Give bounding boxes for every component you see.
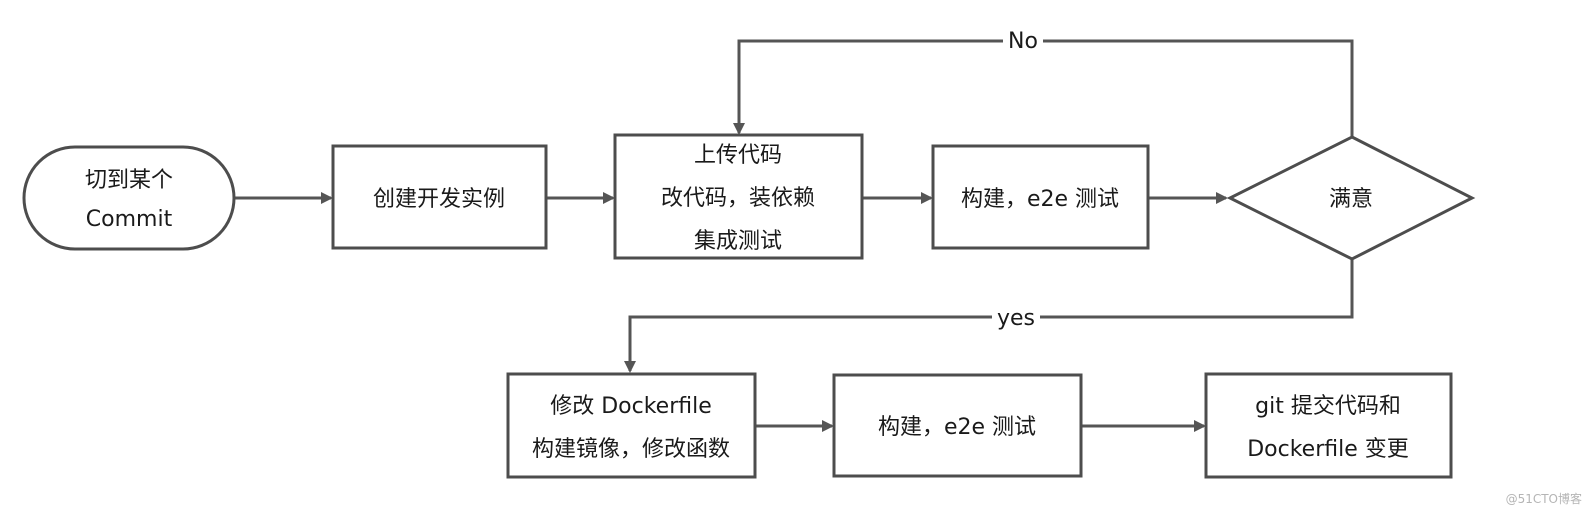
build-test-1-label: 构建，e2e 测试	[961, 187, 1119, 212]
node-git-commit: git 提交代码和 Dockerfile 变更	[1204, 372, 1453, 479]
build-test-2-box	[832, 373, 1083, 478]
yes-label-bg	[992, 303, 1040, 331]
upload-code-line-1: 上传代码	[694, 143, 782, 168]
build-test-1-box	[931, 144, 1150, 250]
start-terminator-shape	[22, 145, 236, 251]
git-commit-box	[1204, 372, 1453, 479]
modify-dockerfile-line-2: 构建镜像，修改函数	[532, 437, 730, 462]
edge-yes-branch	[624, 259, 1354, 373]
no-label-bg	[1003, 27, 1043, 55]
yes-label: yes	[997, 306, 1035, 331]
node-satisfied: 满意	[1226, 135, 1476, 261]
create-instance-label: 创建开发实例	[373, 187, 505, 212]
node-build-test-2: 构建，e2e 测试	[832, 373, 1083, 478]
no-label: No	[1008, 29, 1038, 54]
edges: No yes	[234, 27, 1354, 432]
edge-no-loop	[733, 39, 1354, 139]
node-build-test-1: 构建，e2e 测试	[931, 144, 1150, 250]
start-label-line-2: Commit	[86, 207, 173, 232]
upload-code-line-2: 改代码，装依赖	[661, 186, 815, 211]
node-upload-code: 上传代码 改代码，装依赖 集成测试	[613, 133, 864, 260]
satisfied-label: 满意	[1329, 187, 1373, 212]
node-start: 切到某个 Commit	[22, 145, 236, 251]
upload-code-box	[613, 133, 864, 260]
modify-dockerfile-box	[506, 372, 757, 479]
satisfied-decision-diamond	[1226, 135, 1476, 261]
start-label-line-1: 切到某个	[85, 168, 173, 193]
git-commit-line-2: Dockerfile 变更	[1247, 437, 1409, 462]
modify-dockerfile-line-1: 修改 Dockerfile	[550, 394, 712, 419]
upload-code-line-3: 集成测试	[694, 229, 782, 254]
git-commit-line-1: git 提交代码和	[1255, 394, 1401, 419]
node-modify-dockerfile: 修改 Dockerfile 构建镜像，修改函数	[506, 372, 757, 479]
build-test-2-label: 构建，e2e 测试	[878, 415, 1036, 440]
node-create-instance: 创建开发实例	[331, 144, 548, 250]
watermark-text: @51CTO博客	[1506, 491, 1582, 506]
create-instance-box	[331, 144, 548, 250]
